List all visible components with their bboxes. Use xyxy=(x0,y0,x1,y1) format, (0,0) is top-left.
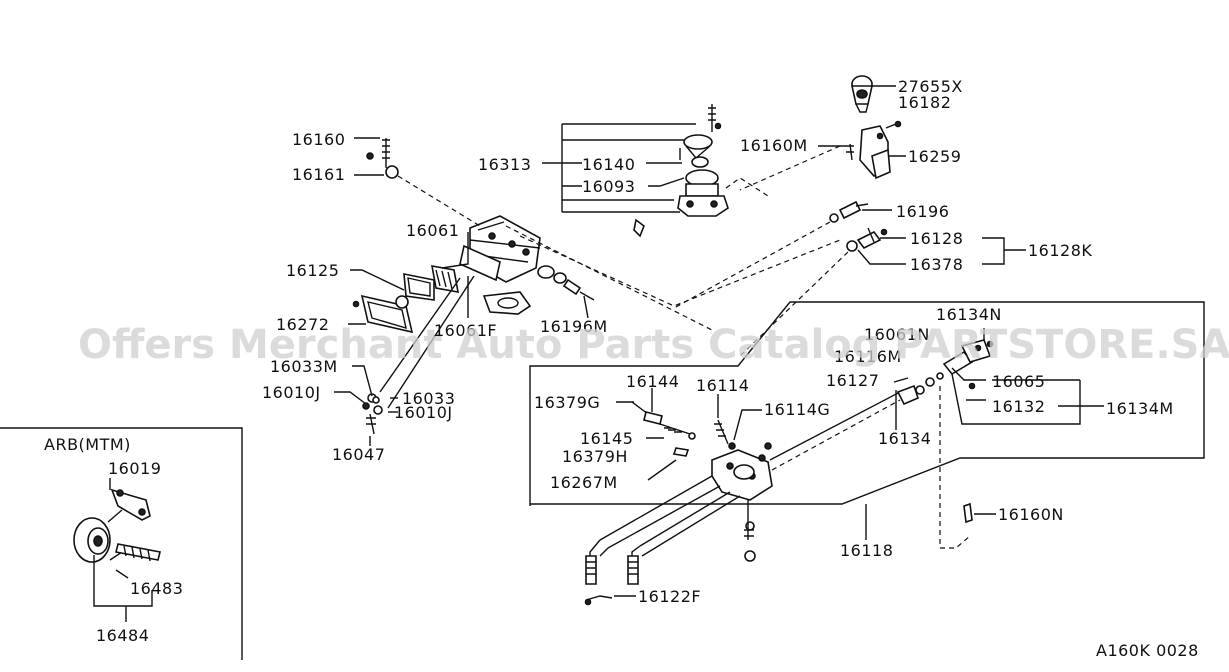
label-16128: 16128 xyxy=(910,229,963,248)
throttle-body-group: 16160 16161 16061 16125 16272 16033M 160… xyxy=(262,130,841,464)
fitting-16128-part xyxy=(846,227,888,252)
label-16196: 16196 xyxy=(896,202,949,221)
label-16114G: 16114G xyxy=(764,400,830,419)
inset-title: ARB(MTM) xyxy=(44,435,131,454)
label-16127: 16127 xyxy=(826,371,879,390)
diagram-code: A160K 0028 xyxy=(1096,641,1199,660)
label-16145: 16145 xyxy=(580,429,633,448)
label-16093: 16093 xyxy=(582,177,635,196)
valve-16196-part xyxy=(829,200,869,223)
label-16061: 16061 xyxy=(406,221,459,240)
screw-16160M-part xyxy=(846,143,854,161)
label-16272: 16272 xyxy=(276,315,329,334)
label-16378: 16378 xyxy=(910,255,963,274)
label-16118: 16118 xyxy=(840,541,893,560)
gasket-16061F-part xyxy=(482,291,532,315)
label-16144: 16144 xyxy=(626,372,679,391)
label-16047: 16047 xyxy=(332,445,385,464)
fastener-stack-part xyxy=(362,393,383,435)
rail-body-part xyxy=(584,391,901,606)
label-16160M: 16160M xyxy=(740,136,808,155)
inset-bracket-part xyxy=(110,488,151,521)
label-16065: 16065 xyxy=(992,372,1045,391)
label-16114: 16114 xyxy=(696,376,749,395)
label-16140: 16140 xyxy=(582,155,635,174)
label-16134: 16134 xyxy=(878,429,931,448)
label-16125: 16125 xyxy=(286,261,339,280)
watermark: Offers Merchant Auto Parts Catalog PARTS… xyxy=(78,322,1229,368)
plate-16125-part xyxy=(403,273,435,301)
gasket-16061-part xyxy=(431,265,459,293)
label-16134M: 16134M xyxy=(1106,399,1174,418)
label-16379H: 16379H xyxy=(562,447,628,466)
label-16161: 16161 xyxy=(292,165,345,184)
regulator-part xyxy=(633,104,729,238)
inset-panel: ARB(MTM) 16019 16483 16484 xyxy=(0,427,243,660)
label-16010J-right: 16010J xyxy=(394,403,453,422)
regulator-group: 16313 16140 16093 xyxy=(478,104,769,238)
label-16259: 16259 xyxy=(908,147,961,166)
label-16010J-left: 16010J xyxy=(262,383,321,402)
label-16122F: 16122F xyxy=(638,587,701,606)
sensor-27655X-part xyxy=(851,75,873,113)
label-16061F: 16061F xyxy=(434,321,497,340)
label-16132: 16132 xyxy=(992,397,1045,416)
label-16313: 16313 xyxy=(478,155,531,174)
valve-16196M-part xyxy=(537,265,595,301)
throttle-body-part xyxy=(459,215,541,283)
label-16033: 16033 xyxy=(402,389,455,408)
gasket-16272-part xyxy=(352,294,414,334)
label-27655X: 27655X xyxy=(898,77,963,96)
bracket-16259-part xyxy=(859,120,902,180)
label-16483: 16483 xyxy=(130,579,183,598)
label-16160N: 16160N xyxy=(998,505,1064,524)
label-16182: 16182 xyxy=(898,93,951,112)
sensor-group: 27655X 16182 16160M 16259 16196 16128 16… xyxy=(673,75,1092,357)
label-16379G: 16379G xyxy=(534,393,600,412)
small-parts-left xyxy=(631,401,736,457)
label-16484: 16484 xyxy=(96,626,149,645)
label-16160: 16160 xyxy=(292,130,345,149)
label-16196M: 16196M xyxy=(540,317,608,336)
screw-16160-part xyxy=(366,138,399,179)
label-16033M: 16033M xyxy=(270,357,338,376)
pressure-regulator-part xyxy=(896,339,1081,549)
label-16061N: 16061N xyxy=(864,325,930,344)
label-16267M: 16267M xyxy=(550,473,618,492)
label-16019: 16019 xyxy=(108,459,161,478)
injector-group: 16134N 16061N 16116M 16127 16065 16132 1… xyxy=(529,301,1205,606)
label-16116M: 16116M xyxy=(834,347,902,366)
label-16134N: 16134N xyxy=(936,305,1002,324)
label-16128K: 16128K xyxy=(1028,241,1092,260)
inset-actuator-part xyxy=(73,509,161,563)
